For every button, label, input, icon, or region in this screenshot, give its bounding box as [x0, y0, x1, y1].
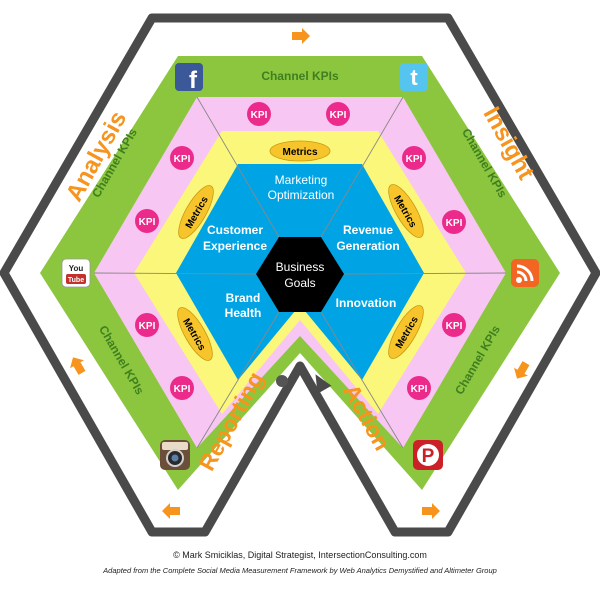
arrow-right-icon — [422, 503, 440, 519]
segment-lower-left-line2: Health — [225, 306, 262, 320]
segment-upper-right-line1: Revenue — [343, 223, 393, 237]
pinterest-icon: P — [413, 440, 443, 470]
segment-upper-left-line2: Experience — [203, 239, 267, 253]
rss-icon — [511, 259, 539, 287]
business-goals-hexagon — [256, 237, 344, 312]
kpi-circle: KPI — [402, 146, 426, 170]
segment-upper-right-line2: Generation — [336, 239, 399, 253]
youtube-icon: You Tube — [61, 258, 91, 288]
reporting-path-end-dot — [276, 375, 288, 387]
credit-line: © Mark Smiciklas, Digital Strategist, In… — [173, 550, 427, 560]
segment-top-line1: Marketing — [275, 173, 328, 187]
twitter-letter: t — [410, 65, 418, 90]
kpi-label: KPI — [174, 384, 191, 395]
segment-lower-left-line1: Brand — [226, 291, 261, 305]
kpi-label: KPI — [251, 110, 268, 121]
kpi-label: KPI — [139, 321, 156, 332]
youtube-label-line2: Tube — [68, 277, 84, 284]
facebook-icon: f — [175, 63, 203, 94]
kpi-label: KPI — [446, 321, 463, 332]
kpi-circle: KPI — [442, 210, 466, 234]
segment-lower-right-line1: Innovation — [336, 296, 397, 310]
channel-kpis-top: Channel KPIs — [261, 69, 339, 83]
metrics-label: Metrics — [282, 147, 317, 158]
arrow-left-icon — [162, 503, 180, 519]
kpi-circle: KPI — [407, 376, 431, 400]
kpi-circle: KPI — [247, 102, 271, 126]
twitter-icon: t — [400, 63, 428, 91]
instagram-icon — [160, 440, 190, 470]
segment-dividers — [93, 96, 507, 449]
metrics-oval-top: Metrics — [269, 140, 331, 162]
arrow-right-icon — [292, 28, 310, 44]
facebook-letter: f — [189, 67, 198, 94]
kpi-circle: KPI — [135, 313, 159, 337]
action-path-arrowhead-icon — [315, 374, 332, 394]
kpi-label: KPI — [406, 154, 423, 165]
arrow-down-right-icon — [514, 361, 530, 379]
outer-frame — [0, 13, 600, 537]
kpi-label: KPI — [174, 154, 191, 165]
kpi-label: KPI — [139, 217, 156, 228]
flow-arrows — [70, 28, 530, 519]
arrow-up-left-icon — [70, 357, 86, 375]
attribution-line: Adapted from the Complete Social Media M… — [103, 566, 497, 575]
kpi-label: KPI — [411, 384, 428, 395]
youtube-label-line1: You — [69, 264, 84, 273]
kpi-circle: KPI — [326, 102, 350, 126]
kpi-circle: KPI — [170, 376, 194, 400]
kpi-label: KPI — [446, 218, 463, 229]
kpi-circle: KPI — [442, 313, 466, 337]
pinterest-letter: P — [422, 446, 435, 467]
kpi-circles: KPI KPI KPI KPI KPI KPI KPI KPI — [135, 102, 466, 400]
center-label-line2: Goals — [284, 276, 315, 290]
kpi-circle: KPI — [135, 209, 159, 233]
kpi-circle: KPI — [170, 146, 194, 170]
segment-top-line2: Optimization — [268, 188, 335, 202]
segment-upper-left-line1: Customer — [207, 223, 263, 237]
center-label-line1: Business — [276, 260, 325, 274]
kpi-label: KPI — [330, 110, 347, 121]
